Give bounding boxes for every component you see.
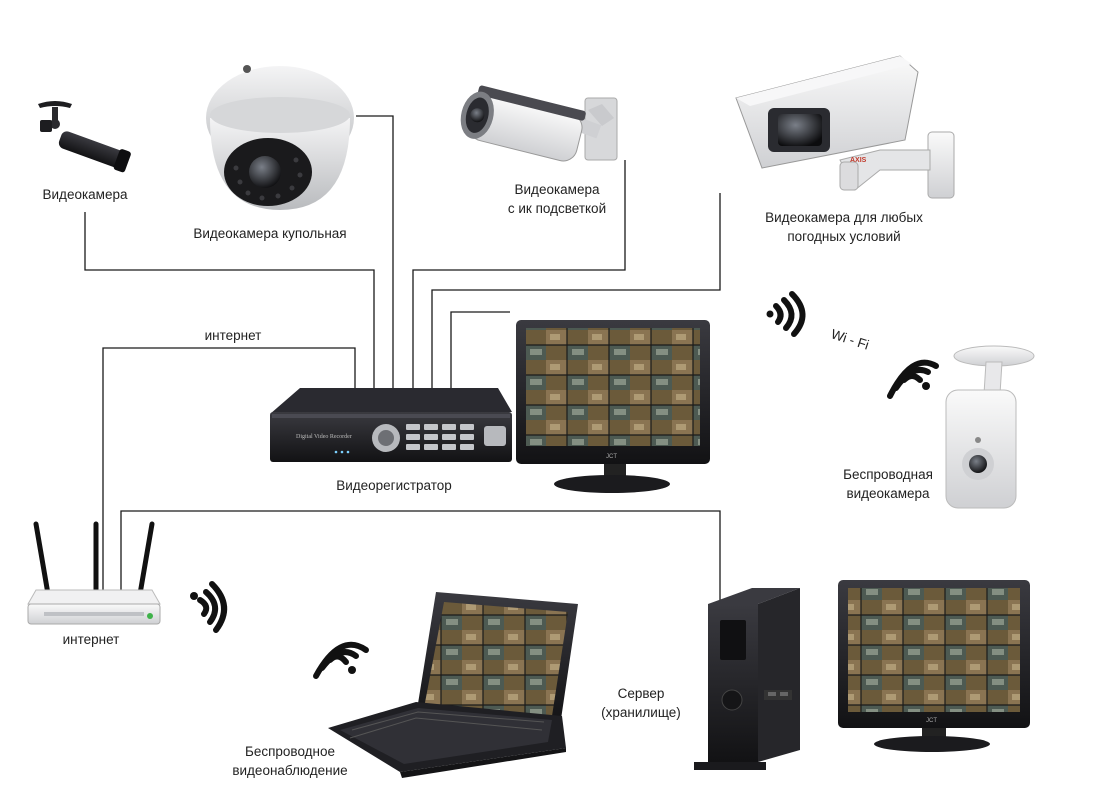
dome-camera-label: Видеокамера купольная [193, 226, 347, 241]
line-weather-to-dvr [431, 193, 721, 388]
wifi-icon-router [190, 581, 227, 633]
weather-camera-label: Видеокамера для любых погодных условий [765, 210, 923, 244]
dvr-label: Видеорегистратор [336, 478, 452, 493]
weather-camera-icon: AXIS [735, 55, 955, 199]
ir-camera-label: Видеокамера с ик подсветкой [507, 182, 607, 216]
server-icon [694, 588, 800, 770]
line-camera-to-dvr [84, 212, 375, 388]
wifi-icon-camera [766, 291, 806, 337]
internet-line-label: интернет [204, 328, 262, 343]
monitor-brand-text: JCT [606, 454, 617, 460]
line-monitor-to-dvr [450, 311, 510, 388]
server-monitor-icon: JCT [838, 580, 1030, 752]
wireless-camera-icon [945, 345, 1035, 509]
wifi-icon-laptop [313, 641, 369, 679]
line-ir-to-dvr [412, 160, 626, 388]
dome-camera-icon [206, 65, 354, 210]
camera-brand-text: AXIS [850, 157, 867, 164]
bullet-camera-icon [38, 101, 131, 173]
dvr-panel-text: Digital Video Recorder [296, 434, 352, 440]
router-label: интернет [62, 632, 120, 647]
router-icon [27, 521, 161, 625]
line-dome-to-dvr [356, 115, 394, 388]
ir-camera-icon [460, 85, 618, 162]
wireless-surveillance-label: Беспроводное видеонаблюдение [232, 744, 348, 778]
dvr-icon: Digital Video Recorder [270, 388, 512, 462]
server-label: Сервер (хранилище) [601, 686, 681, 720]
monitor-icon: JCT [516, 320, 710, 493]
connection-lines [84, 115, 721, 600]
wifi-icon-wireless-camera [887, 359, 939, 399]
line-router-to-server [120, 510, 721, 600]
line-internet-to-dvr [102, 347, 356, 590]
wireless-camera-label: Беспроводная видеокамера [843, 467, 933, 501]
server-monitor-brand-text: JCT [926, 718, 937, 724]
laptop-icon [328, 592, 578, 778]
camera-label: Видеокамера [42, 187, 128, 202]
